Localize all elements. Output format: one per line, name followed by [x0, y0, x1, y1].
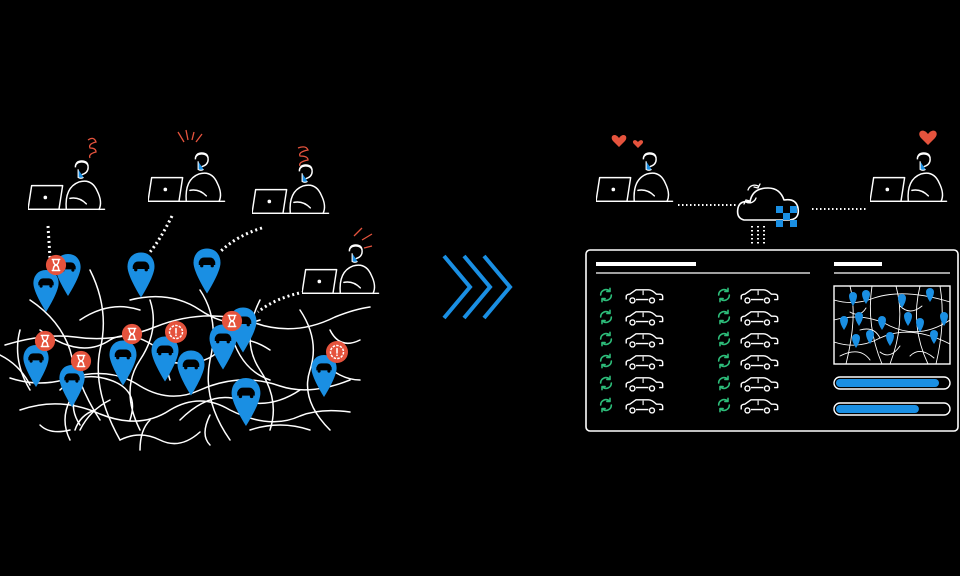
stressed-user-2 [148, 129, 226, 203]
stress-scribble-icon [297, 146, 309, 167]
dotted-links-before [46, 215, 305, 314]
stressed-user-4 [302, 227, 380, 295]
hourglass-icon [70, 350, 92, 372]
map-pin-icon [109, 340, 137, 386]
cloud-sync-icon [736, 183, 800, 227]
map-pin-icon [193, 248, 221, 294]
stressed-user-3 [252, 146, 330, 215]
mini-map [833, 285, 951, 365]
heart-icon [632, 140, 644, 148]
map-header-bar [834, 262, 882, 266]
mini-map-pins [840, 288, 948, 348]
clock-alert-icon [325, 340, 349, 364]
map-pin-icon [151, 336, 179, 382]
happy-user-2 [870, 130, 948, 203]
clock-alert-icon [164, 320, 188, 344]
stress-scribble-icon [87, 137, 97, 159]
hourglass-icon [121, 323, 143, 345]
heart-icon [919, 130, 937, 145]
map-pin-icon [231, 378, 261, 426]
dotted-links-after [678, 204, 868, 246]
heart-icon [611, 134, 627, 147]
hourglass-icon [34, 330, 56, 352]
anger-lines-icon [177, 129, 203, 143]
map-pin-icon [127, 252, 155, 298]
anger-lines-icon [353, 227, 373, 249]
progress-bar-1 [833, 376, 951, 390]
map-pin-icon [59, 365, 85, 407]
stressed-user-1 [28, 137, 106, 211]
progress-bar-2 [833, 402, 951, 416]
happy-user-1 [596, 134, 674, 203]
list-header-bar [596, 262, 696, 266]
triple-chevron-right-icon [442, 254, 513, 320]
hourglass-icon [221, 310, 243, 332]
map-pin-icon [177, 350, 205, 396]
dashboard-panel [585, 249, 959, 432]
logo-mark [776, 206, 797, 227]
map-pin-icon [209, 324, 237, 370]
hourglass-icon [45, 254, 67, 276]
